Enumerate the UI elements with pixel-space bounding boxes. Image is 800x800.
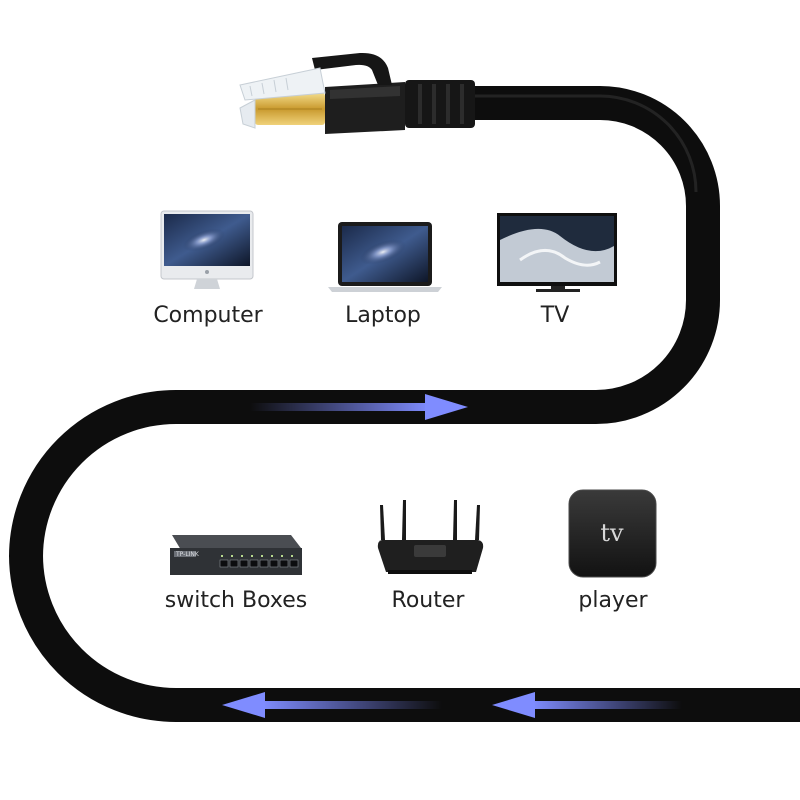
tv-label: TV [540, 303, 570, 328]
router-icon [377, 500, 484, 574]
data-flow-arrow-left [222, 692, 442, 718]
computer-label: Computer [153, 303, 263, 328]
tv-icon [497, 213, 617, 292]
data-flow-arrow-right [250, 394, 468, 420]
tv-box-icon: tv [568, 489, 657, 578]
ethernet-cable [9, 86, 800, 722]
laptop-icon [328, 222, 442, 292]
rj45-connector [239, 52, 475, 134]
data-flow-arrow-left [492, 692, 682, 718]
cable-highlight [470, 94, 698, 193]
router-label: Router [391, 588, 465, 613]
desktop-computer-icon [160, 210, 254, 289]
switch-boxes-label: switch Boxes [164, 588, 308, 613]
player-label: player [578, 588, 648, 613]
switch-brand-text: TP-LINK [175, 551, 200, 558]
laptop-label: Laptop [345, 303, 421, 328]
tv-box-text: tv [600, 519, 624, 547]
network-switch-icon: TP-LINK [170, 535, 302, 575]
